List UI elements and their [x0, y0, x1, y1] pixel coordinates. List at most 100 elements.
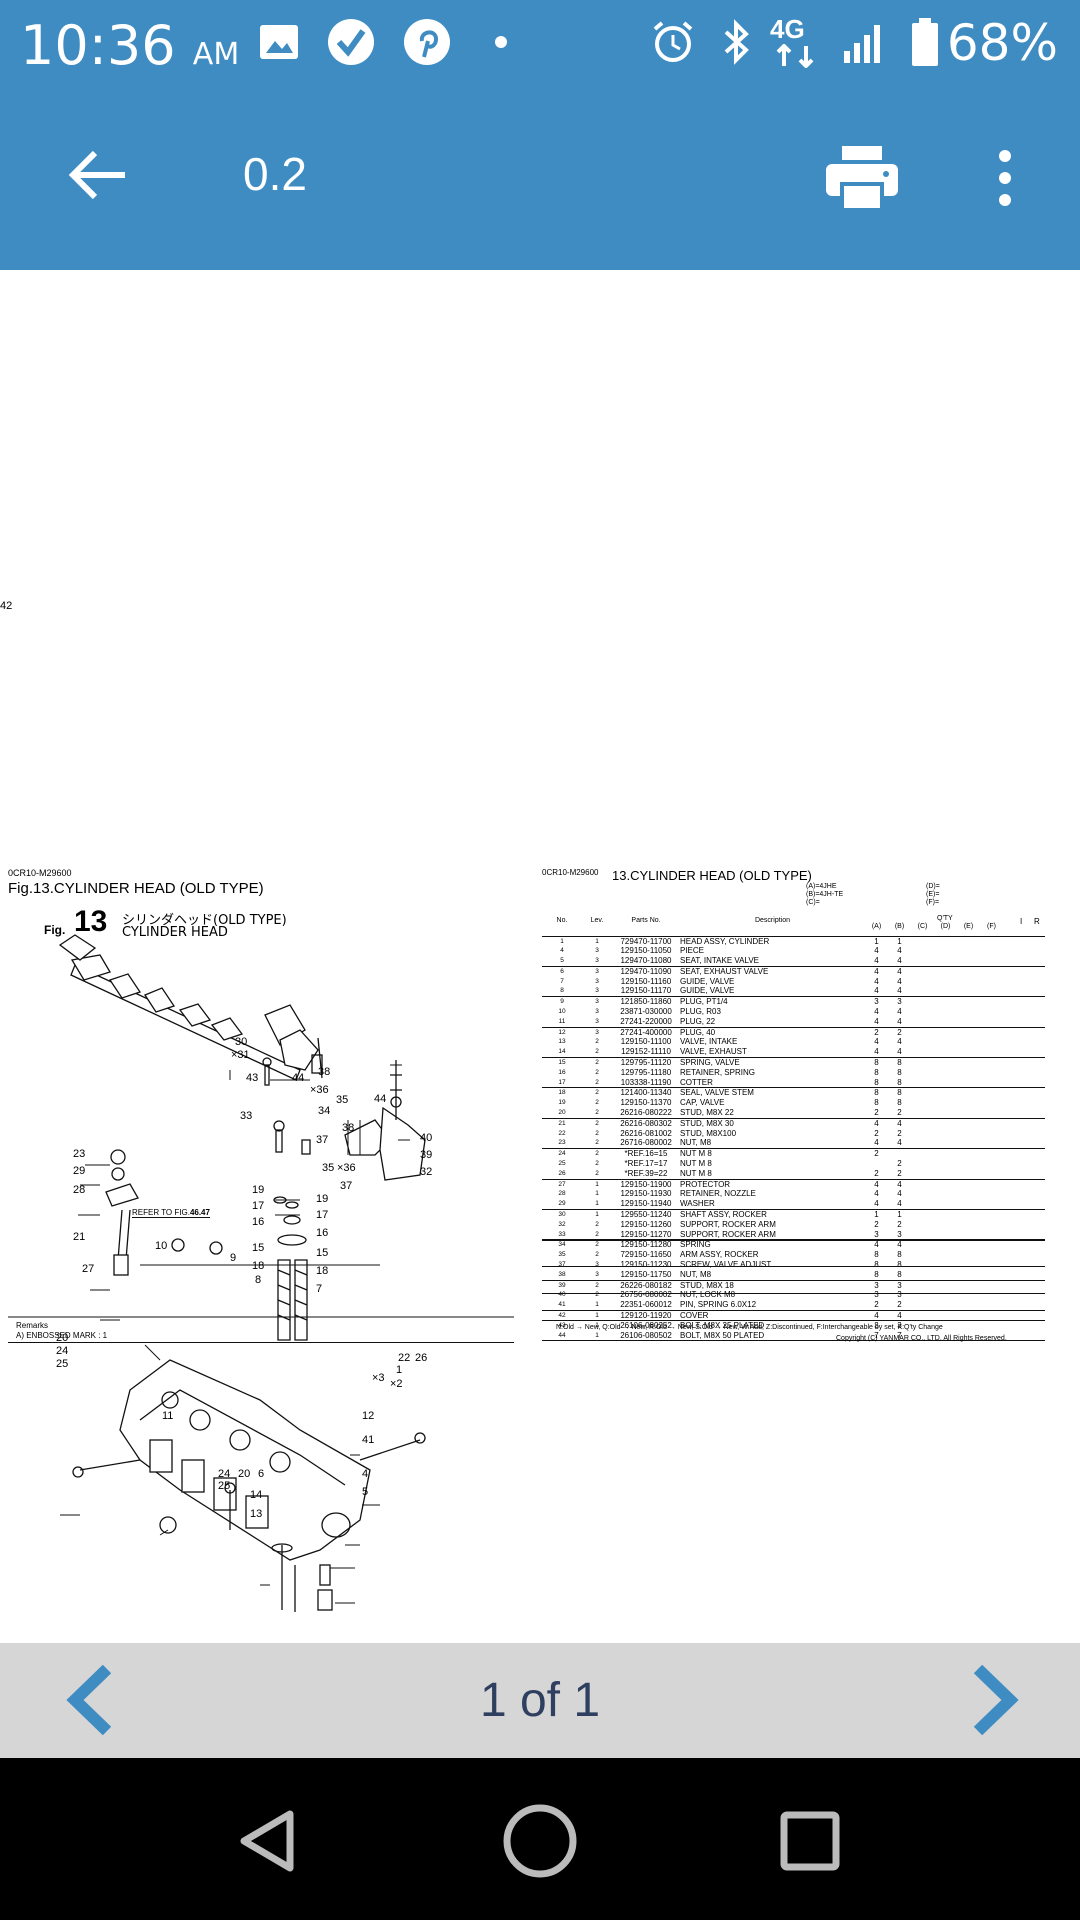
table-cell: 3: [595, 1008, 599, 1016]
table-cell: 2: [874, 1027, 879, 1037]
table-cell: 2: [874, 1219, 879, 1229]
table-cell: [957, 1007, 980, 1017]
table-cell: 129150-11370: [620, 1098, 672, 1108]
table-cell: [934, 946, 957, 956]
table-cell: [980, 997, 1003, 1007]
table-cell: BOLT, M8X 25 PLATED: [680, 1320, 765, 1330]
table-cell: 13: [558, 1038, 566, 1046]
table-cell: 26226-080182: [620, 1280, 672, 1290]
table-cell: 17: [542, 1077, 582, 1089]
back-button[interactable]: [58, 140, 138, 210]
table-cell: [957, 946, 980, 956]
table-cell: 1: [595, 1311, 599, 1319]
table-cell: [911, 1229, 934, 1241]
table-cell: [1003, 1077, 1045, 1089]
system-home-button[interactable]: [485, 1786, 595, 1896]
table-cell: 121850-11860: [620, 997, 672, 1007]
table-cell: CAP, VALVE: [680, 1098, 725, 1108]
print-button[interactable]: [822, 140, 902, 215]
table-cell: [980, 1047, 1003, 1059]
table-cell: 7: [865, 1330, 888, 1342]
table-cell: [911, 1168, 934, 1180]
table-cell: 3: [888, 1229, 911, 1241]
system-back-button[interactable]: [212, 1786, 322, 1896]
table-cell: 8: [897, 1250, 902, 1260]
table-cell: 4: [888, 1016, 911, 1028]
table-cell: 129150-11900: [620, 1179, 672, 1189]
table-cell: 2: [874, 1149, 879, 1159]
table-cell: 4: [888, 986, 911, 998]
chevron-right-icon: [973, 1664, 1019, 1736]
table-cell: [980, 1290, 1003, 1300]
table-cell: [911, 1007, 934, 1017]
callout: 24: [56, 1345, 69, 1357]
table-cell: [934, 1098, 957, 1108]
table-cell: SEAL, VALVE STEM: [680, 1088, 754, 1098]
callout: 38: [342, 1122, 355, 1134]
remarks-label: Remarks: [16, 1321, 49, 1330]
table-cell: [911, 1047, 934, 1059]
table-cell: 22: [558, 1129, 566, 1137]
table-cell: [1003, 1129, 1045, 1139]
table-cell: [957, 1220, 980, 1230]
table-cell: [980, 936, 1003, 946]
table-cell: 8: [897, 1098, 902, 1108]
table-cell: 129550-11240: [620, 1210, 672, 1220]
table-cell: PLUG, 22: [680, 1016, 865, 1028]
page-indicator: 1 of 1: [479, 1674, 601, 1727]
table-cell: 2: [595, 1038, 599, 1046]
table-cell: [1003, 1088, 1045, 1098]
table-cell: 1: [582, 1300, 612, 1311]
table-cell: 8: [897, 1067, 902, 1077]
table-cell: 26216-080302: [620, 1118, 672, 1128]
table-cell: 4: [560, 947, 564, 955]
table-cell: [911, 1077, 934, 1089]
table-cell: [911, 1290, 934, 1300]
table-cell: NUT, M8: [680, 1138, 865, 1150]
document-viewer[interactable]: 0CR10-M29600 Fig.13.CYLINDER HEAD (OLD T…: [0, 270, 1080, 1643]
table-cell: [1003, 1179, 1045, 1189]
previous-page-button[interactable]: [55, 1663, 135, 1738]
table-cell: 23: [542, 1138, 582, 1150]
table-cell: [934, 1280, 957, 1290]
table-cell: [957, 1129, 980, 1139]
table-cell: 26106-080252: [620, 1320, 672, 1330]
callout: 1: [396, 1364, 403, 1376]
table-cell: NUT M 8: [680, 1149, 712, 1159]
table-cell: PLUG, PT1/4: [680, 997, 728, 1007]
table-cell: [980, 946, 1003, 956]
table-cell: [911, 1108, 934, 1119]
table-cell: [980, 1007, 1003, 1017]
table-cell: 3: [897, 1320, 902, 1330]
callout: ×2: [390, 1378, 403, 1390]
table-cell: 3: [874, 1280, 879, 1290]
next-page-button[interactable]: [950, 1663, 1030, 1738]
battery-icon: [910, 16, 940, 68]
table-cell: [1003, 1168, 1045, 1180]
table-cell: 2: [897, 1128, 902, 1138]
table-cell: [957, 1240, 980, 1250]
table-cell: [1003, 1300, 1045, 1311]
table-cell: [1003, 1149, 1045, 1159]
table-cell: [957, 956, 980, 967]
table-cell: [980, 1210, 1003, 1220]
column-header: (E): [957, 916, 980, 937]
table-cell: [934, 1220, 957, 1230]
table-cell: 129150-11160: [620, 976, 672, 986]
table-cell: 6: [560, 967, 564, 975]
callout: 40: [420, 1132, 433, 1144]
table-cell: NUT, M8: [680, 1269, 865, 1281]
table-cell: 5: [542, 956, 582, 967]
table-cell: 2: [582, 1229, 612, 1241]
overflow-menu-button[interactable]: [980, 140, 1030, 215]
table-cell: [980, 1179, 1003, 1189]
table-cell: 3: [595, 1028, 599, 1036]
table-cell: HEAD ASSY, CYLINDER: [680, 936, 770, 946]
system-recents-button[interactable]: [755, 1786, 865, 1896]
